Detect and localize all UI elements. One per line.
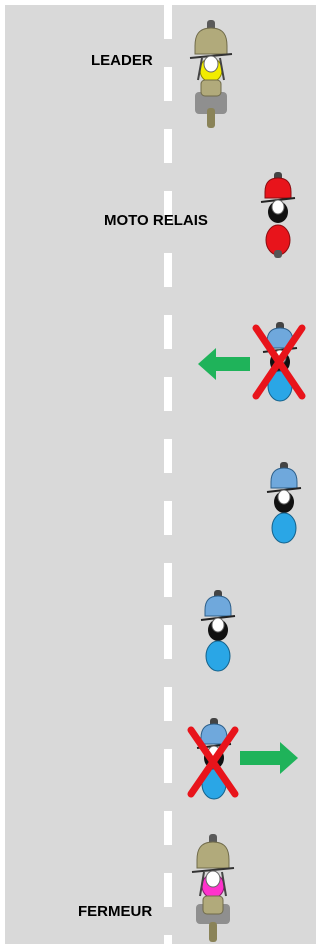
green-arrow-left-icon (198, 348, 250, 380)
red-x-cross-icon (250, 324, 308, 400)
relay-label: MOTO RELAIS (104, 212, 208, 229)
lane-center-dashed-line (164, 5, 172, 944)
green-arrow-right-icon (240, 742, 298, 774)
relay-motorcycle-icon (260, 170, 296, 260)
closer-motorcycle-icon (190, 832, 236, 944)
blue-motorcycle-icon (200, 588, 236, 674)
red-x-cross-icon (186, 726, 240, 798)
leader-label: LEADER (91, 52, 153, 69)
blue-motorcycle-icon (266, 460, 302, 546)
closer-label: FERMEUR (78, 903, 152, 920)
leader-motorcycle-icon (188, 18, 234, 130)
